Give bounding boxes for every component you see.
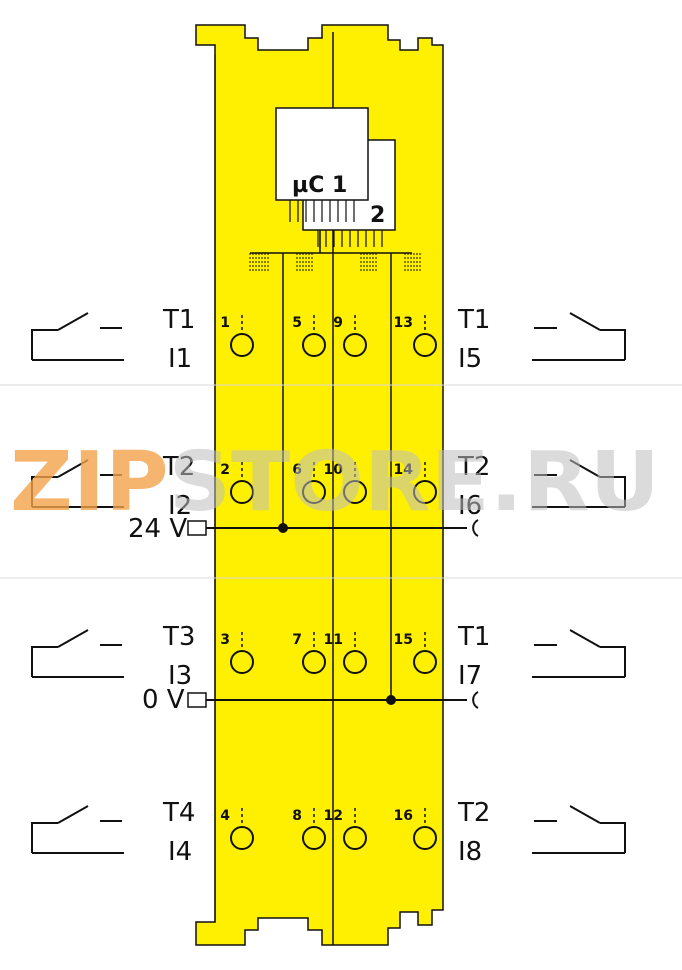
terminal-clamp [413,333,437,357]
terminal-clamp [230,480,254,504]
left-test-label: T3 [162,622,195,652]
left-test-label: T4 [162,798,195,828]
right-switch-symbol [532,805,626,854]
right-test-label: T2 [457,452,490,482]
terminal-clamp [302,333,326,357]
terminal-clamp [302,480,326,504]
terminal-number: 8 [292,808,302,824]
terminal-number: 11 [324,632,343,648]
left-test-label: T2 [162,452,195,482]
terminal-clamp [413,826,437,850]
left-switch-symbol [31,312,124,361]
terminal-number: 12 [324,808,343,824]
left-switch-symbol [31,629,124,678]
right-input-label: I6 [458,491,482,521]
terminal-number: 2 [220,462,230,478]
terminal-number: 4 [220,808,230,824]
terminal-clamp [230,826,254,850]
right-test-label: T1 [457,622,490,652]
terminal-number: 6 [292,462,302,478]
mc2-label: 2 [370,203,385,228]
chip-pins [289,200,383,247]
terminal-number: 5 [292,315,302,331]
right-switch-symbol [532,629,626,678]
watermark-rest: STORE.RU [169,435,660,530]
terminal-clamp [302,826,326,850]
right-switch-symbol [532,459,626,508]
terminal-number: 1 [220,315,230,331]
left-input-label: I4 [168,837,192,867]
right-input-label: I5 [458,344,482,374]
terminal-number: 14 [394,462,414,478]
terminal-number: 3 [220,632,230,648]
left-input-label: I2 [168,491,192,521]
terminal-clamp [343,650,367,674]
right-switch-symbol [532,312,626,361]
terminal-clamp [343,480,367,504]
supply-0v-rail: 0 V [142,685,479,715]
watermark-accent: ZIP [10,435,169,530]
terminal-clamp [343,333,367,357]
mc1-label: µC 1 [292,173,347,198]
terminal-number: 15 [394,632,413,648]
right-test-label: T1 [457,305,490,335]
terminal-clamp [302,650,326,674]
terminal-clamp [343,826,367,850]
terminal-clamp [413,650,437,674]
terminal-number: 13 [394,315,413,331]
right-input-label: I7 [458,661,482,691]
terminal-number: 9 [333,315,343,331]
terminal-clamp [413,480,437,504]
internal-bus [250,230,412,700]
right-test-label: T2 [457,798,490,828]
microcontroller-1-chip: µC 1 [275,107,369,201]
supply-24v-label: 24 V [128,514,187,544]
left-switch-symbol [31,805,124,854]
supply-24v-rail: 24 V [128,514,479,544]
left-input-label: I3 [168,661,192,691]
right-input-label: I8 [458,837,482,867]
left-switch-symbol [31,459,124,508]
supply-0v-label: 0 V [142,685,185,715]
left-input-label: I1 [168,344,192,374]
bus-taps [249,253,421,272]
terminal-clamp [230,650,254,674]
terminal-number: 16 [394,808,413,824]
terminal-clamp [230,333,254,357]
left-test-label: T1 [162,305,195,335]
terminal-number: 7 [292,632,302,648]
terminal-number: 10 [324,462,344,478]
